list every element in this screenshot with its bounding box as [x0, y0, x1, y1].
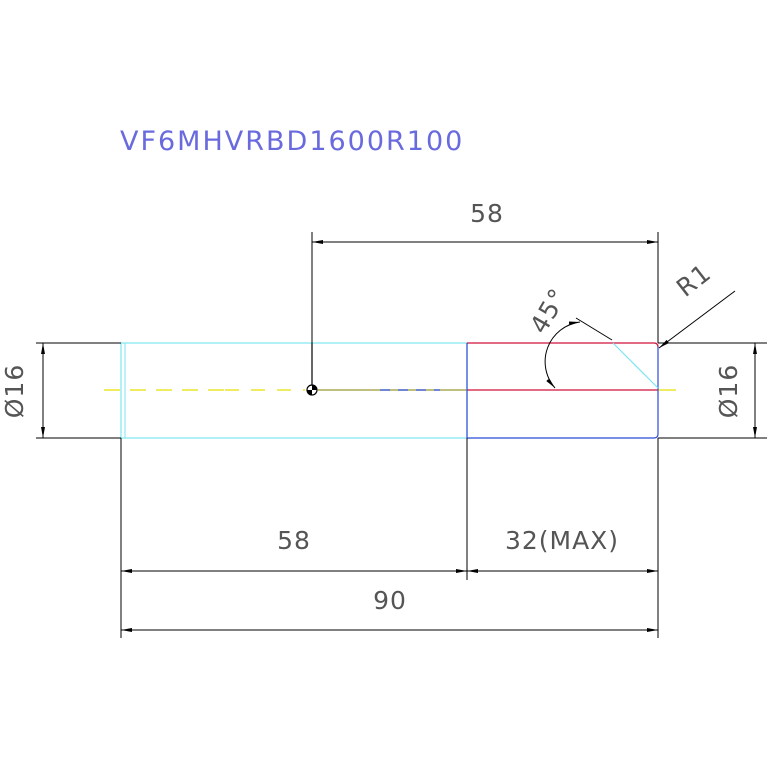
dimension-left-diameter: Ø16	[0, 342, 121, 439]
dimension-top-58: 58	[311, 199, 659, 343]
dimension-corner-radius: R1	[658, 258, 736, 349]
dimension-label-corner-radius: R1	[671, 258, 717, 303]
dimension-label-bottom-left: 58	[277, 526, 311, 555]
dimension-label-left-diameter: Ø16	[0, 364, 29, 419]
dimension-label-chamfer-angle: 45°	[524, 283, 573, 338]
dimension-chamfer-angle: 45°	[524, 283, 613, 389]
dimension-label-top: 58	[470, 199, 504, 228]
dimension-bottom-58: 58	[121, 526, 467, 573]
dimension-label-right-diameter: Ø16	[714, 364, 743, 419]
bottom-extension-lines	[120, 438, 659, 638]
part-number-title: VF6MHVRBD1600R100	[120, 126, 464, 157]
dimension-right-diameter: Ø16	[658, 342, 767, 439]
origin-marker	[306, 343, 318, 396]
dimension-overall-90: 90	[121, 586, 658, 632]
tool-tip	[466, 342, 659, 439]
dimension-bottom-32max: 32(MAX)	[467, 526, 658, 573]
dimension-label-bottom-right: 32(MAX)	[505, 526, 619, 555]
dimension-label-overall: 90	[373, 586, 407, 615]
